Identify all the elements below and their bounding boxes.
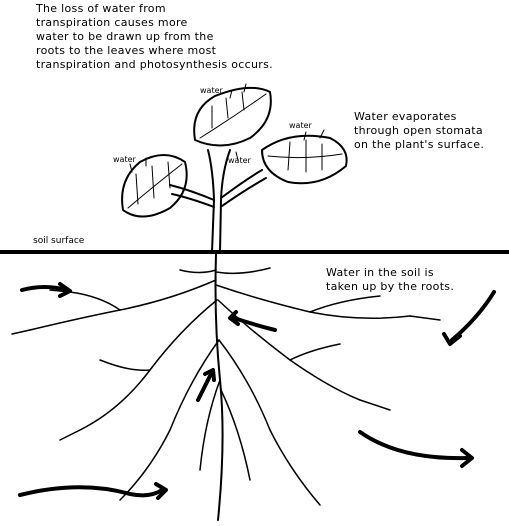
caption-line: roots to the leaves where most [36, 44, 217, 57]
transpiration-caption: The loss of water from transpiration cau… [36, 2, 273, 72]
soil-surface-label: soil surface [33, 236, 85, 246]
evaporation-caption: Water evaporates through open stomata on… [354, 110, 484, 152]
water-arrows [18, 282, 496, 500]
stem [169, 149, 267, 253]
lateral-roots [11, 267, 441, 506]
leaf-left [121, 154, 188, 218]
caption-line: Water evaporates [354, 110, 457, 123]
caption-line: on the plant's surface. [354, 138, 485, 151]
caption-line: water to be drawn up from the [36, 30, 214, 43]
caption-line: through open stomata [354, 124, 483, 137]
caption-line: Water in the soil is [326, 266, 434, 279]
stomata-arrows [129, 83, 325, 173]
caption-line: transpiration causes more [36, 16, 188, 29]
water-label: water [228, 156, 251, 165]
caption-line: taken up by the roots. [326, 280, 455, 293]
taproot [214, 253, 224, 521]
caption-line: transpiration and photosynthesis occurs. [36, 58, 273, 71]
soil-uptake-caption: Water in the soil is taken up by the roo… [326, 266, 454, 294]
water-label: water [113, 155, 136, 164]
leaf-right [261, 134, 348, 185]
caption-line: The loss of water from [36, 2, 166, 15]
leaf-top [193, 86, 272, 147]
water-label: water [289, 121, 312, 130]
water-label: water [200, 86, 223, 95]
